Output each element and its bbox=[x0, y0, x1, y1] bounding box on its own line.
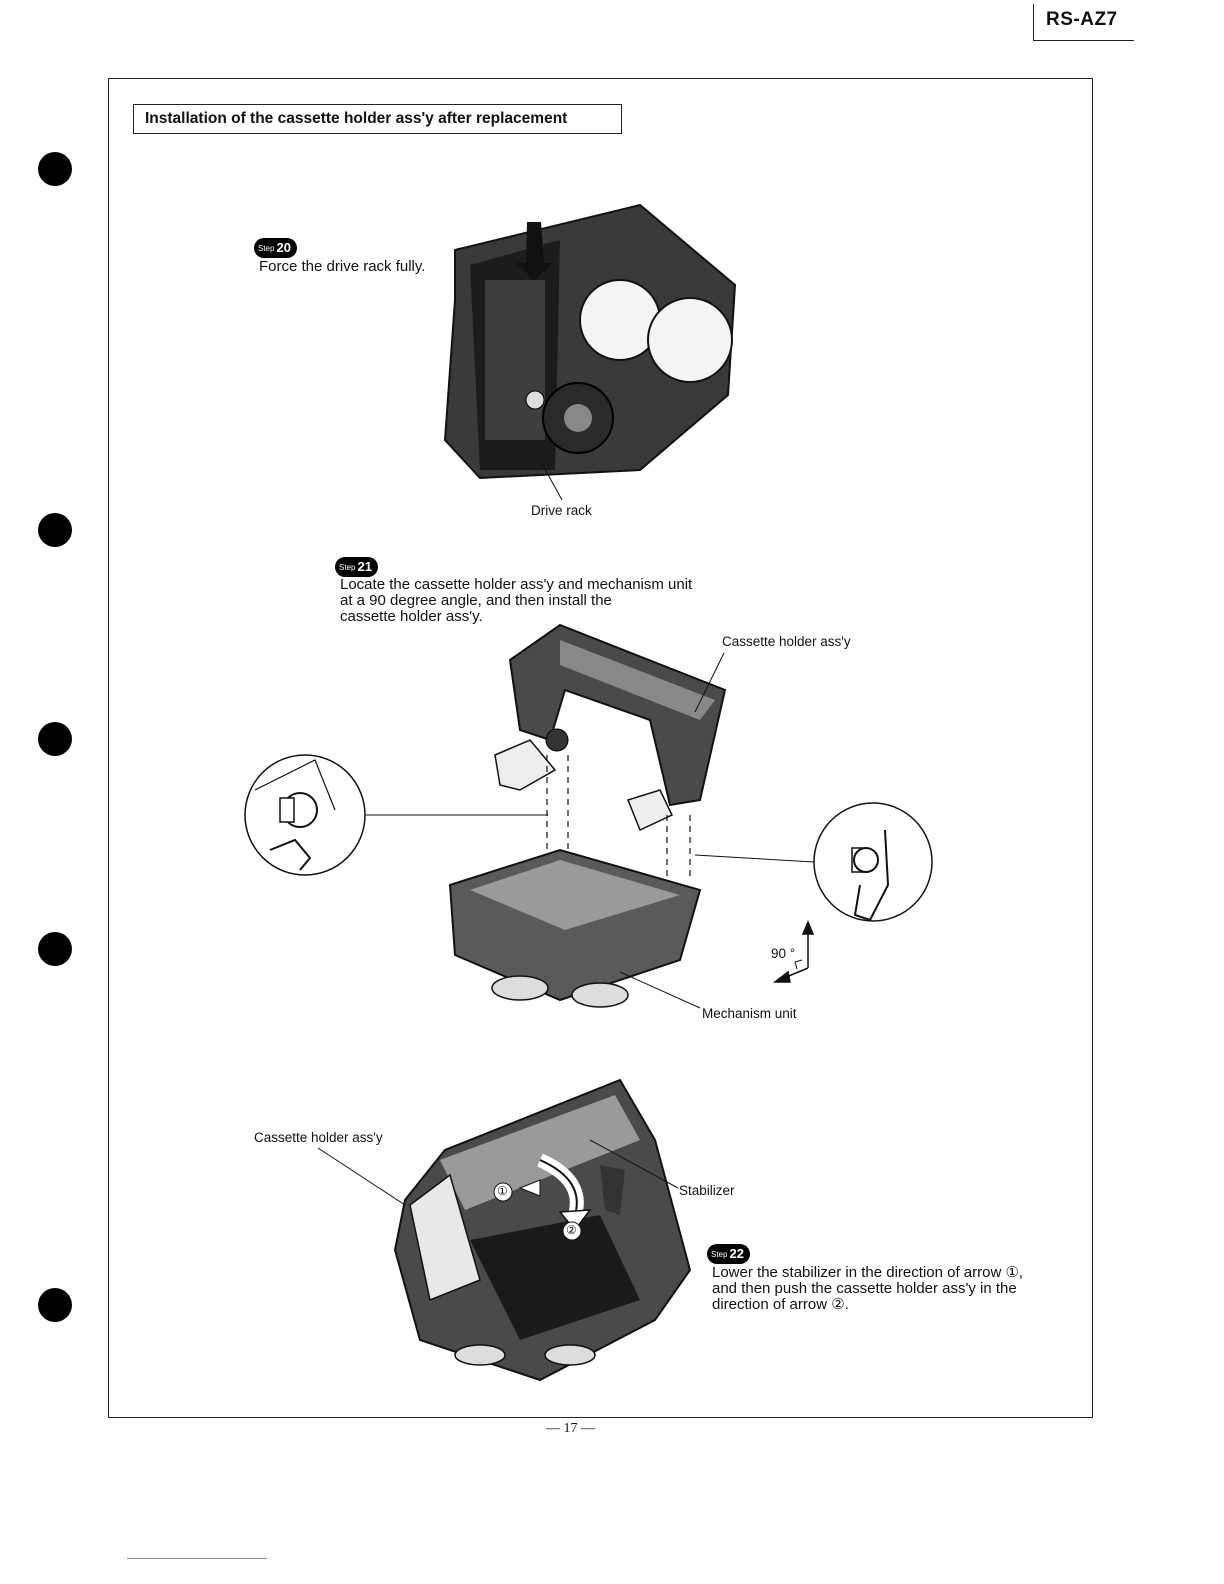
binder-hole bbox=[38, 152, 72, 186]
cassette-holder-illustration bbox=[494, 623, 727, 832]
angle-indicator bbox=[772, 920, 815, 983]
model-number: RS-AZ7 bbox=[1046, 9, 1118, 30]
page-number: — 17 — bbox=[546, 1421, 595, 1436]
binder-hole bbox=[38, 1288, 72, 1322]
mechanism-unit-label: Mechanism unit bbox=[702, 1006, 797, 1021]
stabilizer-label: Stabilizer bbox=[679, 1183, 735, 1198]
guide-dashed-lines bbox=[546, 755, 691, 880]
drive-rack-label: Drive rack bbox=[531, 503, 592, 518]
arrow-2-marker: ② bbox=[566, 1223, 577, 1237]
step-22-text: Lower the stabilizer in the direction of… bbox=[712, 1264, 1024, 1313]
step-20-text: Force the drive rack fully. bbox=[259, 258, 426, 275]
binder-hole bbox=[38, 722, 72, 756]
mechanism-unit-illustration bbox=[448, 848, 702, 1009]
cassette-holder-label: Cassette holder ass'y bbox=[722, 634, 851, 649]
arrow-1-marker: ① bbox=[497, 1184, 508, 1198]
assembled-unit-illustration bbox=[317, 1078, 692, 1382]
binder-hole bbox=[38, 513, 72, 547]
section-title: Installation of the cassette holder ass'… bbox=[133, 104, 622, 134]
step-21-text: Locate the cassette holder ass'y and mec… bbox=[340, 576, 693, 625]
angle-label: 90 ° bbox=[771, 946, 796, 961]
binder-hole bbox=[38, 932, 72, 966]
detail-circle-left bbox=[244, 754, 548, 876]
content-frame bbox=[108, 78, 1093, 1418]
detail-circle-right bbox=[694, 802, 933, 922]
cassette-holder-label-2: Cassette holder ass'y bbox=[254, 1130, 383, 1145]
model-box bbox=[1033, 4, 1134, 41]
footer-rule bbox=[127, 1558, 267, 1559]
drive-mechanism-illustration bbox=[443, 203, 737, 501]
